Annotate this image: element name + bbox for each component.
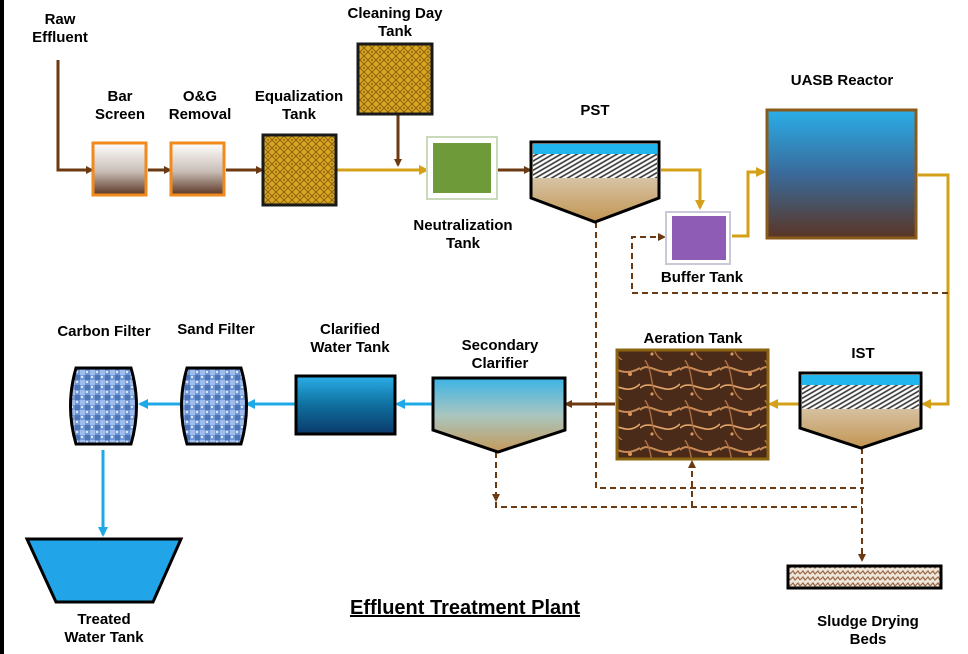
neutralization-tank-fill <box>433 143 491 193</box>
label-sand-filter: Sand Filter <box>177 321 255 338</box>
og-removal-unit <box>169 141 226 197</box>
carbon-filter-unit <box>69 366 138 446</box>
sand-filter-unit <box>180 366 248 446</box>
sludge-lines <box>492 222 948 562</box>
label-uasb-reactor: UASB Reactor <box>790 72 894 89</box>
label-pst: PST <box>580 102 610 119</box>
bar-screen-unit <box>91 141 148 197</box>
flow-buffer-to-uasb <box>732 167 766 238</box>
ist-unit <box>798 371 923 450</box>
flow-pst-to-buffer <box>661 168 705 210</box>
flow-raw-to-bar-screen <box>56 60 94 174</box>
buffer-tank-fill <box>672 216 726 260</box>
pst-unit <box>529 140 661 224</box>
label-buffer-tank: Buffer Tank <box>660 269 744 286</box>
uasb-reactor-unit <box>765 108 918 240</box>
label-aeration-tank: Aeration Tank <box>643 330 743 347</box>
diagram-title: Effluent Treatment Plant <box>349 597 581 619</box>
flow-uasb-to-ist <box>918 173 950 409</box>
secondary-clarifier-unit <box>431 376 567 454</box>
clarified-water-tank-unit <box>294 374 397 436</box>
equalization-tank-unit <box>261 133 338 207</box>
aeration-tank-unit <box>615 348 770 461</box>
label-carbon-filter: Carbon Filter <box>57 323 151 340</box>
cleaning-day-tank-unit <box>356 42 434 116</box>
sludge-drying-beds-unit <box>786 564 943 590</box>
treated-water-tank-unit <box>24 537 184 604</box>
label-ist: IST <box>851 345 875 362</box>
